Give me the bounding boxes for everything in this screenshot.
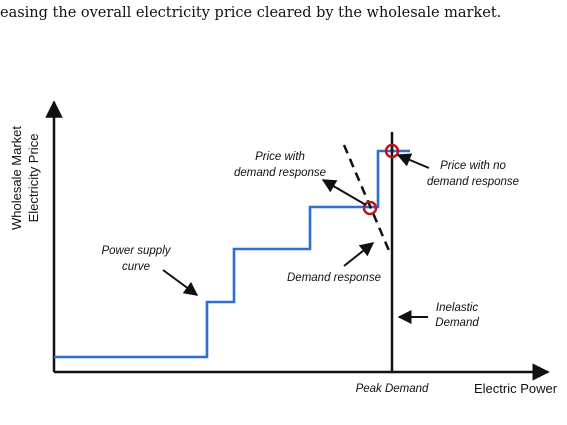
document-body-text: easing the overall electricity price cle… (0, 5, 502, 21)
y-axis-label-line1: Wholesale Market (9, 126, 24, 230)
inelastic-label-line1: Inelastic (436, 302, 478, 314)
price-no-dr-label-line2: demand response (427, 176, 519, 188)
inelastic-label-line2: Demand (435, 317, 479, 329)
price-with-dr-label-line1: Price with (255, 151, 305, 163)
price-with-dr-label-line2: demand response (234, 167, 326, 179)
demand-response-line (342, 144, 392, 254)
price-with-dr-marker (362, 200, 378, 216)
peak-demand-label: Peak Demand (356, 383, 429, 395)
price-no-dr-arrow (396, 153, 430, 169)
demand-response-arrow (343, 242, 375, 267)
x-axis-label: Electric Power (474, 381, 558, 396)
power-supply-arrow (162, 269, 199, 296)
power-supply-label-line2: curve (122, 261, 150, 273)
power-supply-curve (54, 149, 410, 359)
power-supply-label-line1: Power supply (101, 245, 171, 257)
demand-response-label: Demand response (287, 272, 381, 284)
price-no-dr-marker (384, 143, 400, 159)
price-no-dr-label-line1: Price with no (440, 160, 506, 172)
price-with-dr-arrow (321, 179, 367, 206)
y-axis-label-line2: Electricity Price (26, 134, 41, 223)
